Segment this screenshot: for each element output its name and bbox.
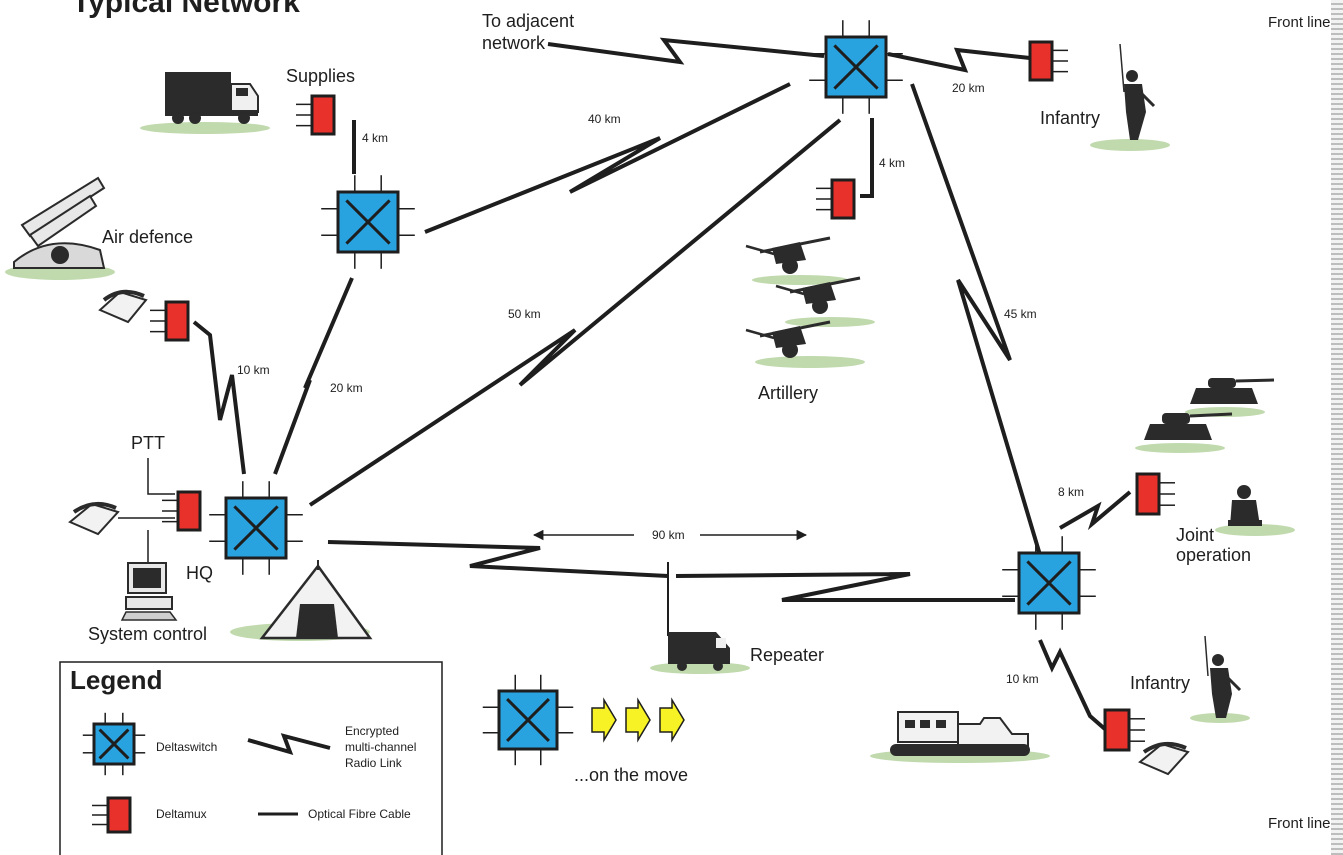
tank-icon-2 xyxy=(1144,412,1233,440)
deltamux-air-defence xyxy=(150,300,190,342)
hq-label: HQ xyxy=(186,563,213,583)
supply-truck-icon xyxy=(165,72,259,124)
computer-terminal-icon xyxy=(120,562,178,621)
joint-operation-label-2: operation xyxy=(1176,545,1251,565)
legend-switch-shape xyxy=(82,712,146,776)
artillery-gun-icon xyxy=(745,236,831,274)
deltamux-joint xyxy=(1135,472,1175,516)
deltamux-supplies xyxy=(296,94,336,136)
distance-label-20km-left: 20 km xyxy=(330,381,363,395)
radio-link-20km xyxy=(273,277,354,475)
adjacent-network-label-2: network xyxy=(482,33,546,53)
distance-label-8km: 8 km xyxy=(1058,485,1084,499)
distance-label-90km: 90 km xyxy=(652,528,685,542)
radio-link-45km xyxy=(910,83,1042,556)
distance-label-4km-top: 4 km xyxy=(879,156,905,170)
legend-deltamux-label: Deltamux xyxy=(156,807,207,821)
air-defence-label: Air defence xyxy=(102,227,193,247)
infantry-soldier-icon-top xyxy=(1119,43,1156,140)
deltaswitch-hq xyxy=(209,481,303,575)
repeater-vehicle-icon xyxy=(668,632,730,671)
front-line-label-bottom: Front line xyxy=(1268,815,1331,832)
telephone-icon-hq xyxy=(68,501,120,536)
artillery-gun-icon xyxy=(745,320,831,358)
distance-label-45km: 45 km xyxy=(1004,307,1037,321)
radio-link-10km xyxy=(192,320,246,475)
deltamux-infantry-bottom xyxy=(1103,708,1145,752)
links xyxy=(118,37,1132,732)
on-the-move-arrows xyxy=(591,697,685,743)
supplies-label: Supplies xyxy=(286,66,355,86)
deltaswitches xyxy=(209,20,1096,766)
move-arrow-icon xyxy=(625,697,651,743)
adjacent-network-label-1: To adjacent xyxy=(482,11,574,31)
deltamux-infantry-top xyxy=(1028,40,1068,82)
distance-label-10km-right: 10 km xyxy=(1006,672,1039,686)
legend-radio-link-symbol xyxy=(247,733,331,756)
radio-link-90km-b xyxy=(675,572,1015,602)
fibre-ptt xyxy=(147,458,175,495)
infantry-label-top: Infantry xyxy=(1040,108,1100,128)
hq-tent-icon xyxy=(259,560,373,640)
tank-icon-1 xyxy=(1190,378,1275,404)
telephone-icon-air xyxy=(98,289,148,324)
legend-radio-link-label-3: Radio Link xyxy=(345,756,403,770)
legend-title: Legend xyxy=(70,665,162,695)
radio-link-10km-right xyxy=(1038,639,1108,732)
system-control-label: System control xyxy=(88,624,207,644)
artillery-guns xyxy=(745,236,861,358)
legend-fibre-label: Optical Fibre Cable xyxy=(308,807,411,821)
distance-label-4km-supplies: 4 km xyxy=(362,131,388,145)
radio-link-40km xyxy=(424,82,791,234)
ptt-label: PTT xyxy=(131,433,165,453)
radio-link-adjacent xyxy=(547,37,825,65)
distance-label-20km-top: 20 km xyxy=(952,81,985,95)
fibre-top-mux xyxy=(860,118,874,198)
deltamux-hq xyxy=(162,490,202,532)
diagram-title: Typical Network xyxy=(72,0,300,19)
radio-link-8km xyxy=(1058,490,1132,531)
legend-deltaswitch-symbol xyxy=(82,712,146,776)
front-line-hatching xyxy=(1331,0,1343,855)
telephone-icon-right xyxy=(1138,741,1190,776)
repeater-label: Repeater xyxy=(750,645,824,665)
air-defence-launcher-icon xyxy=(13,176,106,269)
deltaswitch-right xyxy=(1002,536,1096,630)
joint-operation-soldier-icon xyxy=(1228,485,1262,526)
joint-operation-label-1: Joint xyxy=(1176,525,1214,545)
move-arrow-icon xyxy=(659,697,685,743)
tracked-vehicle-icon xyxy=(890,711,1030,756)
front-line-label-top: Front line xyxy=(1268,14,1331,31)
infantry-soldier-icon-bottom xyxy=(1204,635,1242,718)
radio-link-50km xyxy=(308,118,842,507)
legend-deltamux-symbol xyxy=(92,796,132,834)
deltamux-top xyxy=(816,178,856,220)
legend: Legend Deltaswitch Encrypted multi-chann… xyxy=(59,661,443,855)
infantry-label-bottom: Infantry xyxy=(1130,673,1190,693)
distance-label-10km-left: 10 km xyxy=(237,363,270,377)
deltamuxes xyxy=(150,40,1175,752)
deltaswitch-on-the-move xyxy=(482,674,574,766)
legend-radio-link-label-1: Encrypted xyxy=(345,724,399,738)
deltaswitch-supplies xyxy=(321,175,415,269)
radio-link-infantry-top xyxy=(887,47,1031,73)
legend-radio-link-label-2: multi-channel xyxy=(345,740,416,754)
artillery-gun-icon xyxy=(775,276,861,314)
labels: Typical Network To adjacent network Supp… xyxy=(72,0,1331,832)
legend-deltaswitch-label: Deltaswitch xyxy=(156,740,217,754)
radio-link-90km-a xyxy=(327,540,669,578)
distance-label-50km: 50 km xyxy=(508,307,541,321)
on-the-move-label: ...on the move xyxy=(574,765,688,785)
distance-label-40km: 40 km xyxy=(588,112,621,126)
artillery-label: Artillery xyxy=(758,383,818,403)
deltaswitch-top xyxy=(809,20,903,114)
legend-mux-shape xyxy=(92,796,132,834)
move-arrow-icon xyxy=(591,697,617,743)
